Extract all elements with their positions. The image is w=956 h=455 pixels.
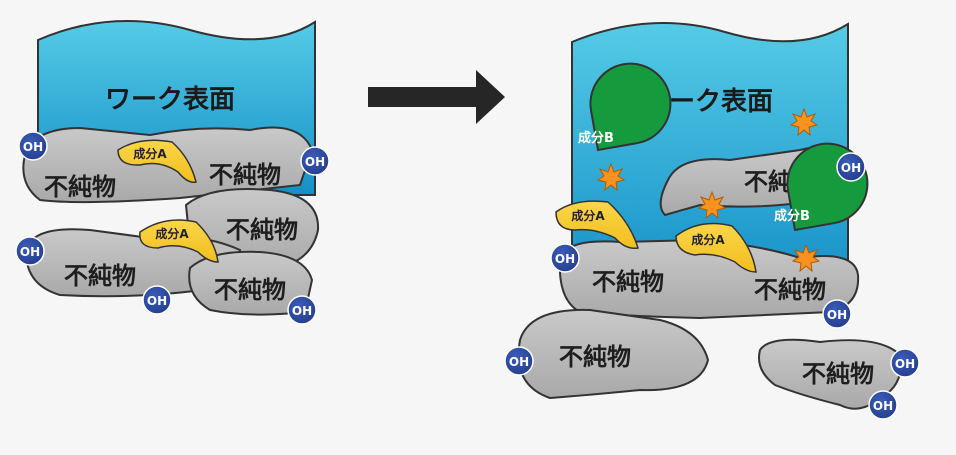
component-a-label: 成分A	[155, 226, 189, 241]
impurity-label: 不純物	[64, 262, 136, 290]
hydroxyl-group: OH	[300, 146, 330, 176]
component-b: 成分B	[578, 62, 672, 152]
before-panel: ワーク表面 不純物 不純物 不純物 不純物 不純物 成分A 成分A OH OH …	[15, 20, 330, 325]
hydroxyl-group: OH	[504, 346, 534, 376]
hydroxyl-group: OH	[550, 243, 580, 273]
component-a	[675, 222, 757, 273]
spark-icon	[791, 243, 821, 273]
hydroxyl-group: OH	[15, 236, 45, 266]
after-panel: ワーク表面 不純物 不純物 不純物 成分A 成分A 成分B 成分B	[504, 22, 920, 420]
svg-text:OH: OH	[147, 294, 167, 308]
component-b-label: 成分B	[578, 130, 614, 146]
hydroxyl-group: OH	[836, 152, 866, 182]
impurity-blob	[517, 308, 710, 400]
right-arrow-icon	[368, 70, 505, 124]
impurity-label: 不純物	[209, 161, 281, 189]
component-a-label: 成分A	[691, 232, 725, 247]
impurity-label: 不純物	[214, 276, 286, 304]
hydroxyl-group: OH	[822, 299, 852, 329]
hydroxyl-group: OH	[890, 348, 920, 378]
hydroxyl-group: OH	[18, 131, 48, 161]
svg-text:OH: OH	[873, 399, 893, 413]
component-b-label: 成分B	[774, 208, 810, 224]
impurity-label: 不純物	[592, 268, 664, 296]
work-surface-label: ワーク表面	[105, 85, 235, 115]
hydroxyl-group: OH	[142, 285, 172, 315]
component-a-label: 成分A	[571, 208, 605, 223]
hydroxyl-group: OH	[287, 295, 317, 325]
component-a	[139, 219, 219, 263]
svg-text:OH: OH	[509, 355, 529, 369]
impurity-label: 不純物	[802, 360, 874, 388]
impurity-label: 不純物	[754, 276, 826, 304]
impurity-label: 不純物	[559, 343, 631, 371]
svg-text:OH: OH	[23, 140, 43, 154]
component-a	[117, 139, 197, 184]
spark-icon	[697, 190, 727, 220]
svg-text:OH: OH	[555, 252, 575, 266]
svg-text:OH: OH	[20, 245, 40, 259]
component-a	[555, 200, 639, 250]
impurity-blob	[188, 250, 314, 316]
svg-text:OH: OH	[841, 161, 861, 175]
svg-text:OH: OH	[895, 357, 915, 371]
component-a-label: 成分A	[133, 146, 167, 161]
svg-text:OH: OH	[305, 155, 325, 169]
impurity-label: 不純物	[44, 173, 116, 201]
spark-icon	[596, 162, 626, 192]
spark-icon	[789, 107, 819, 137]
svg-text:OH: OH	[292, 304, 312, 318]
impurity-label: 不純物	[226, 216, 298, 244]
hydroxyl-group: OH	[868, 390, 898, 420]
svg-text:OH: OH	[827, 308, 847, 322]
